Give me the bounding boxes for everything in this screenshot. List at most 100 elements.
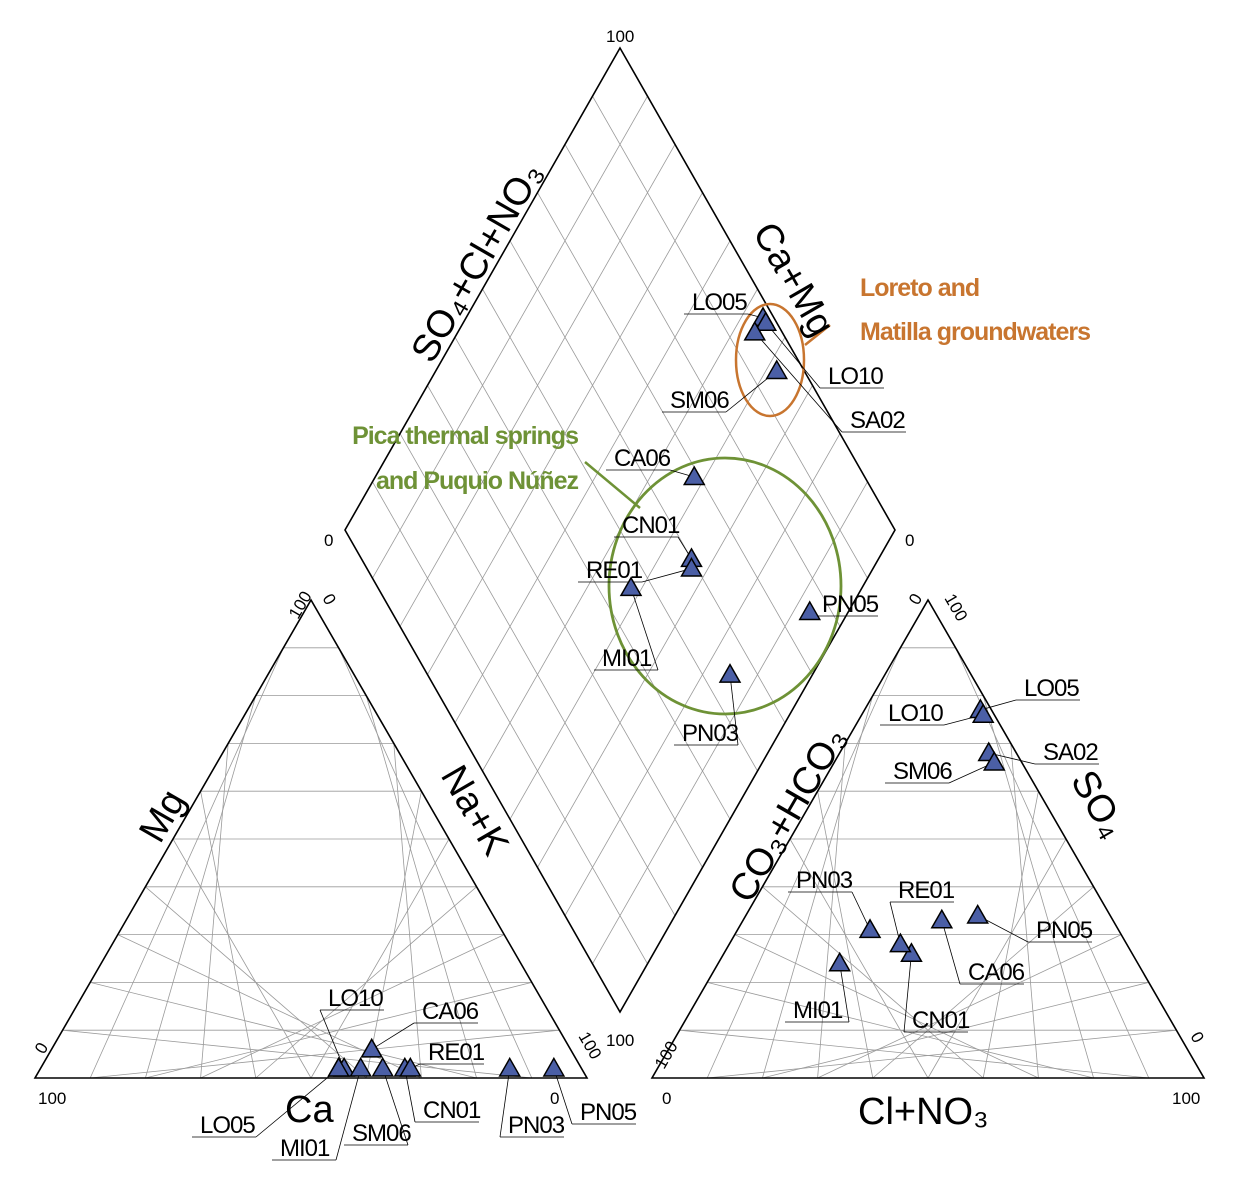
diamond-leader-line bbox=[765, 322, 821, 389]
tick-anion-br: 100 bbox=[1172, 1089, 1200, 1108]
anion-leader-line bbox=[839, 963, 850, 1023]
anion-label-sm06: SM06 bbox=[893, 758, 952, 785]
anion-label-re01: RE01 bbox=[898, 877, 955, 904]
cation-triangle-grid-l bbox=[172, 838, 312, 1079]
diamond-marker-ca06 bbox=[682, 465, 706, 486]
cation-leader-line bbox=[553, 1068, 573, 1125]
sample-markers bbox=[327, 306, 1006, 1077]
axis-label-cl-no3: Cl+NO₃ bbox=[858, 1091, 989, 1133]
tick-diamond-top: 100 bbox=[606, 27, 634, 46]
diamond-marker-mi01 bbox=[619, 576, 643, 597]
sample-labels: LO05LO05LO05LO10LO10LO10SA02SA02SM06SM06… bbox=[200, 289, 1099, 1162]
anion-marker-pn03 bbox=[858, 918, 882, 939]
label-leaders bbox=[192, 313, 1099, 1161]
tick-anion-bl: 0 bbox=[662, 1089, 671, 1108]
anion-marker-lo10 bbox=[971, 703, 995, 723]
diamond-marker-sa02 bbox=[743, 320, 767, 341]
tick-anion-right-high: 100 bbox=[941, 591, 972, 625]
anion-triangle-grid-l bbox=[734, 934, 1039, 1079]
anion-label-pn05: PN05 bbox=[1036, 917, 1093, 944]
cation-marker-re01 bbox=[399, 1056, 422, 1077]
anion-label-lo10: LO10 bbox=[888, 700, 943, 727]
diamond-label-ca06: CA06 bbox=[614, 445, 671, 472]
cation-leader-line bbox=[404, 1068, 416, 1123]
anion-label-ca06: CA06 bbox=[968, 959, 1025, 986]
anion-label-sa02: SA02 bbox=[1043, 739, 1098, 766]
anion-triangle-grid-l bbox=[789, 838, 929, 1079]
axis-label-ca: Ca bbox=[285, 1089, 334, 1131]
cation-label-cn01: CN01 bbox=[423, 1097, 481, 1124]
cation-triangle-grid-l bbox=[62, 1029, 532, 1079]
tick-diamond-left: 0 bbox=[324, 531, 333, 550]
cation-marker-sm06 bbox=[371, 1056, 395, 1077]
diamond-leader-line bbox=[754, 332, 843, 433]
axis-label-so4-cl-no3: SO₄+Cl+NO₃ bbox=[403, 155, 551, 369]
cation-label-lo10: LO10 bbox=[328, 985, 383, 1012]
cation-marker-ca06 bbox=[360, 1037, 384, 1058]
tick-diamond-right: 0 bbox=[905, 531, 914, 550]
cation-label-re01: RE01 bbox=[428, 1039, 485, 1066]
anion-triangle-grid-l bbox=[679, 1029, 1149, 1079]
anion-triangle-grid-l bbox=[707, 982, 1094, 1079]
diamond-grid-b bbox=[564, 144, 841, 627]
axis-label-so4: SO₄ bbox=[1062, 764, 1134, 846]
cation-label-pn03: PN03 bbox=[508, 1112, 565, 1139]
diamond-grid-b bbox=[509, 240, 786, 723]
anion-leader-line bbox=[980, 699, 1017, 711]
cation-triangle-frame bbox=[33, 598, 589, 1079]
grid-lines bbox=[62, 96, 1177, 1079]
diamond-label-lo10: LO10 bbox=[828, 363, 883, 390]
anion-marker-sm06 bbox=[982, 751, 1006, 771]
pica-pointer bbox=[584, 461, 641, 509]
cation-triangle-grid-r bbox=[338, 647, 533, 1079]
diamond-marker-re01 bbox=[680, 557, 703, 577]
tick-anion-left-high: 0 bbox=[905, 590, 926, 608]
tick-cation-bl: 100 bbox=[38, 1089, 66, 1108]
diamond-grid-b bbox=[537, 192, 813, 675]
diamond-marker-sm06 bbox=[765, 359, 789, 380]
anion-triangle-grid-r bbox=[1010, 743, 1039, 1079]
diamond-leader-line bbox=[630, 587, 659, 671]
cation-leader-line bbox=[382, 1068, 409, 1146]
cation-leader-line bbox=[335, 1068, 362, 1161]
diamond-label-pn03: PN03 bbox=[682, 720, 739, 747]
cation-marker-sa02 bbox=[327, 1056, 350, 1077]
cation-leader-line bbox=[371, 1022, 415, 1050]
diamond-marker-pn05 bbox=[798, 600, 822, 621]
cation-triangle-grid-r bbox=[393, 743, 422, 1079]
cation-leader-line bbox=[255, 1068, 339, 1138]
diamond-label-cn01: CN01 bbox=[622, 512, 680, 539]
diamond-grid-a bbox=[427, 192, 703, 675]
cation-marker-mi01 bbox=[349, 1056, 372, 1077]
anion-triangle-grid-r bbox=[982, 791, 1039, 1079]
anion-label-mi01: MI01 bbox=[793, 997, 843, 1024]
diamond-label-sa02: SA02 bbox=[850, 407, 905, 434]
loreto-ellipse bbox=[734, 302, 806, 418]
annotation-loreto-line1: Loreto and bbox=[860, 274, 979, 302]
diamond-leader-line bbox=[729, 674, 739, 746]
cation-label-mi01: MI01 bbox=[280, 1135, 330, 1162]
anion-marker-re01 bbox=[889, 932, 912, 953]
cation-leader-line bbox=[499, 1068, 511, 1138]
cation-marker-pn03 bbox=[498, 1056, 522, 1077]
diamond-label-sm06: SM06 bbox=[670, 387, 729, 414]
diamond-grid-b bbox=[592, 96, 868, 579]
tick-anion-right-low: 0 bbox=[1187, 1029, 1208, 1047]
tick-cation-right-low: 0 bbox=[319, 591, 340, 609]
tick-cation-left-high: 100 bbox=[285, 588, 316, 622]
annotation-loreto-line2: Matilla groundwaters bbox=[860, 318, 1090, 346]
anion-marker-cn01 bbox=[900, 942, 923, 962]
diamond-label-lo05: LO05 bbox=[692, 289, 747, 316]
anion-marker-mi01 bbox=[828, 951, 851, 972]
cation-triangle-grid-r bbox=[365, 695, 477, 1079]
diamond-marker-lo10 bbox=[754, 311, 778, 331]
cation-marker-pn05 bbox=[542, 1056, 566, 1077]
anion-leader-line bbox=[988, 752, 1036, 765]
cation-label-ca06: CA06 bbox=[422, 998, 479, 1025]
cation-label-pn05: PN05 bbox=[580, 1099, 637, 1126]
cation-triangle-grid-r bbox=[310, 838, 450, 1079]
anion-triangle-grid-l bbox=[762, 886, 984, 1079]
axis-label-nak: Na+K bbox=[432, 759, 516, 863]
anion-triangle-frame bbox=[650, 598, 1206, 1079]
